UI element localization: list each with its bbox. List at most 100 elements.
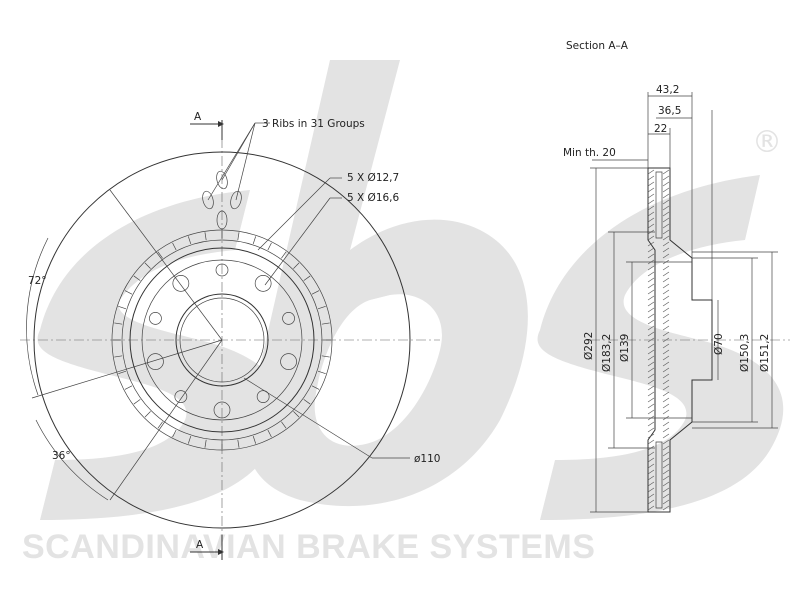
vent-rib: [133, 275, 141, 281]
vent-rib: [144, 411, 151, 418]
hatch-line: [662, 439, 670, 445]
vent-rib: [187, 435, 192, 444]
hatch-line: [662, 247, 670, 253]
rib-hole: [216, 170, 228, 190]
hatch-line: [662, 301, 670, 307]
vent-rib: [293, 262, 300, 269]
vent-rib: [267, 429, 272, 438]
hatch-line: [662, 421, 670, 427]
hatch-line: [647, 283, 655, 289]
hatch-line: [647, 187, 655, 193]
vent-rib: [252, 236, 257, 245]
hatch-line: [662, 253, 670, 259]
hatch-line: [647, 247, 655, 253]
hatch-line: [647, 397, 655, 403]
hatch-line: [647, 367, 655, 373]
hatch-line: [647, 205, 655, 211]
hatch-line: [647, 409, 655, 415]
hatch-line: [662, 379, 670, 385]
hatch-line: [647, 271, 655, 277]
bolt-circle-callout: ø110: [414, 453, 440, 465]
hatch-line: [662, 505, 670, 511]
hatch-line: [662, 475, 670, 481]
vent-rib: [281, 421, 287, 429]
sbs-watermark-logo: [37, 60, 784, 520]
hatch-line: [647, 277, 655, 283]
hatch-line: [662, 277, 670, 283]
hatch-line: [662, 445, 670, 451]
vent-rib: [124, 290, 133, 295]
hatch-line: [662, 319, 670, 325]
hatch-line: [662, 295, 670, 301]
hatch-line: [647, 331, 655, 337]
hatch-line: [662, 427, 670, 433]
hatch-line: [647, 223, 655, 229]
bolt-hole: [172, 275, 190, 292]
hatch-line: [647, 235, 655, 241]
hatch-line: [647, 385, 655, 391]
hatch-line: [647, 265, 655, 271]
hatch-line: [662, 433, 670, 439]
hatch-line: [662, 391, 670, 397]
vent-rib: [114, 355, 123, 358]
section-hatching: [647, 169, 670, 511]
vent-rib: [172, 242, 177, 251]
registered-mark: ®: [752, 125, 782, 160]
hatch-line: [662, 241, 670, 247]
vent-rib: [311, 385, 320, 390]
hatch-line: [647, 391, 655, 397]
hatch-line: [647, 169, 655, 175]
vent-rib: [172, 429, 177, 438]
angle-36: 36°: [52, 450, 71, 462]
hatch-line: [647, 439, 655, 445]
vent-rib: [157, 421, 163, 429]
hatch-line: [647, 457, 655, 463]
vent-rib: [204, 232, 207, 241]
dia-70: Ø70: [713, 333, 725, 355]
vent-rib: [118, 305, 127, 310]
min-thickness: Min th. 20: [563, 147, 616, 159]
hatch-line: [662, 307, 670, 313]
hatch-line: [647, 505, 655, 511]
bolt-hole: [147, 353, 164, 370]
section-view: Section A–A 43,2 36,5 22 Min th. 20 Ø292…: [563, 40, 790, 513]
hatch-line: [662, 181, 670, 187]
dim-22: 22: [654, 123, 667, 135]
vent-rib: [133, 399, 141, 405]
dim-36-5: 36,5: [658, 105, 681, 117]
hatch-line: [647, 403, 655, 409]
vent-rib: [252, 435, 257, 444]
hatch-line: [647, 211, 655, 217]
bolt-hole: [254, 275, 272, 292]
vent-rib: [303, 275, 311, 281]
hatch-line: [647, 313, 655, 319]
hatch-line: [647, 325, 655, 331]
vent-rib: [237, 232, 240, 241]
hatch-line: [647, 181, 655, 187]
hatch-line: [662, 493, 670, 499]
bolt-holes: [147, 263, 297, 419]
vent-rib: [187, 236, 192, 245]
hatch-line: [647, 175, 655, 181]
hatch-line: [662, 283, 670, 289]
disc-outer-edge: [33, 151, 411, 529]
hatch-line: [647, 475, 655, 481]
dia-292: Ø292: [583, 332, 595, 360]
hatch-line: [662, 193, 670, 199]
hatch-line: [662, 211, 670, 217]
hatch-line: [662, 409, 670, 415]
center-bore-chamfer: [179, 297, 265, 383]
hatch-line: [662, 487, 670, 493]
hatch-line: [662, 343, 670, 349]
dia-183-2: Ø183,2: [601, 334, 613, 372]
hatch-line: [662, 355, 670, 361]
hat-inner: [141, 259, 303, 421]
hatch-line: [647, 343, 655, 349]
hatch-line: [647, 349, 655, 355]
bolt-hole: [215, 263, 229, 277]
vent-rib: [124, 385, 133, 390]
hatch-line: [647, 241, 655, 247]
hatch-line: [647, 427, 655, 433]
hatch-line: [647, 301, 655, 307]
hatch-line: [647, 355, 655, 361]
